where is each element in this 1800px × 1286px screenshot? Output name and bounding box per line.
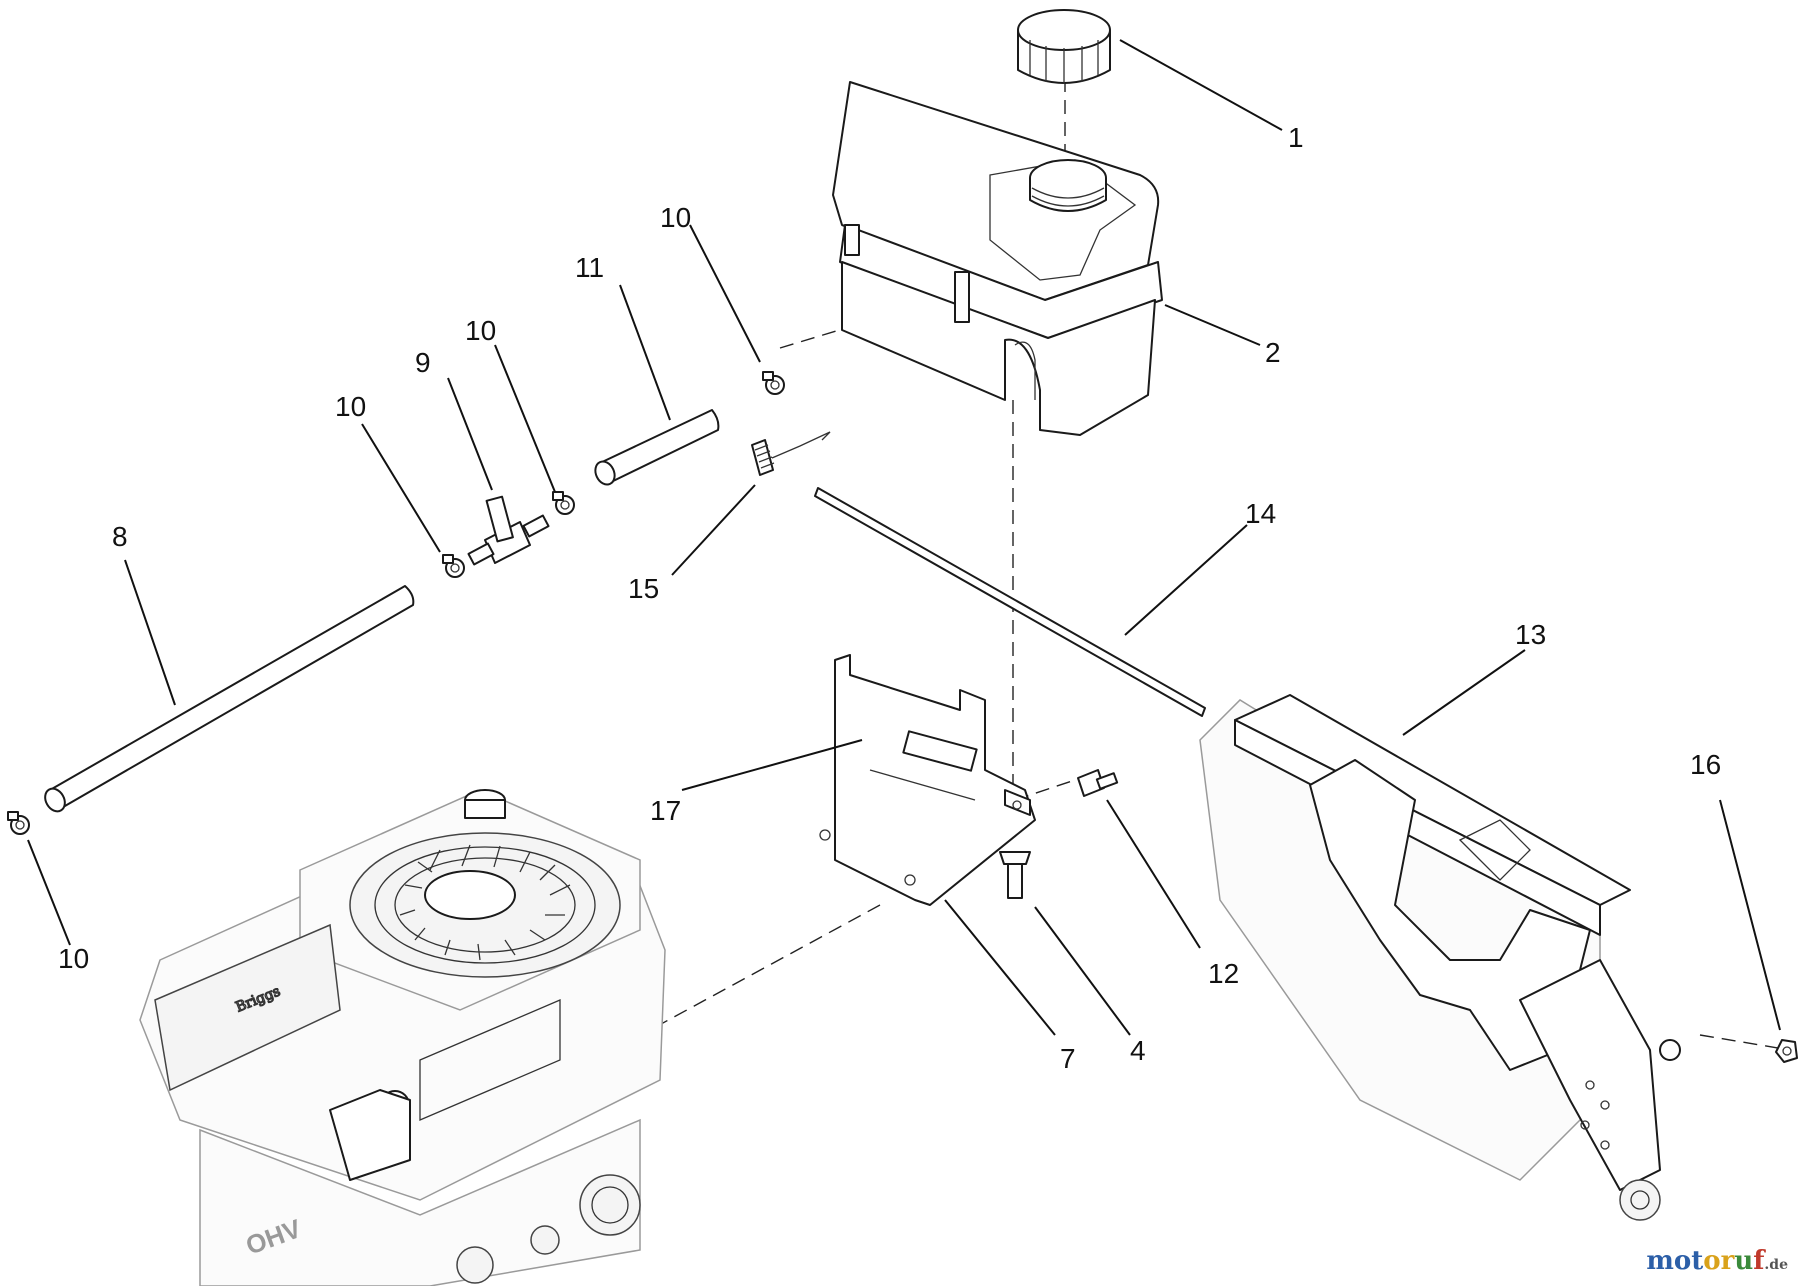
control-housing (1199, 694, 1681, 1221)
watermark-part-1: mot (1646, 1246, 1704, 1276)
hose-clamp-4 (7, 811, 30, 835)
hose-clamp-3 (442, 554, 465, 578)
callout-4: 4 (1130, 1035, 1146, 1066)
callout-numbers: 1 2 10 11 10 9 10 8 10 15 14 13 17 16 12… (58, 122, 1721, 1074)
hose-clamp-1 (762, 371, 785, 395)
fuel-tank (832, 81, 1163, 436)
watermark-logo: motoruf.de (1646, 1246, 1788, 1276)
callout-12: 12 (1208, 958, 1239, 989)
engine: Briggs OHV (139, 789, 666, 1286)
fuel-shutoff-valve (467, 495, 550, 566)
throttle-spring (751, 431, 831, 476)
callout-8: 8 (112, 521, 128, 552)
callout-10-bottom: 10 (58, 943, 89, 974)
control-rod (814, 487, 1206, 717)
watermark-part-4: f (1753, 1246, 1765, 1276)
callout-7: 7 (1060, 1043, 1076, 1074)
callout-9: 9 (415, 347, 431, 378)
assembly-dash-lines (649, 78, 1791, 1051)
screw-4 (999, 851, 1031, 899)
recoil-fins (399, 844, 571, 961)
hose-clamp-2 (552, 491, 575, 515)
callout-10-mid: 10 (465, 315, 496, 346)
leader-lines (27, 39, 1781, 1036)
fuel-cap (1017, 9, 1111, 84)
callout-11: 11 (575, 252, 604, 283)
watermark-tld: .de (1764, 1257, 1788, 1273)
screw-12 (1077, 769, 1119, 797)
fuel-hose-short (594, 409, 720, 486)
fuel-hose-long (44, 585, 415, 813)
callout-2: 2 (1265, 337, 1281, 368)
lock-nut (1775, 1039, 1798, 1063)
watermark-part-2: or (1703, 1246, 1735, 1276)
tank-mounting-bracket (819, 654, 1036, 906)
callout-17: 17 (650, 795, 681, 826)
callout-1: 1 (1288, 122, 1304, 153)
callout-15: 15 (628, 573, 659, 604)
callout-14: 14 (1245, 498, 1276, 529)
callout-10-top: 10 (660, 202, 691, 233)
callout-16: 16 (1690, 749, 1721, 780)
housing-holes (1580, 1080, 1610, 1150)
callout-10-left: 10 (335, 391, 366, 422)
callout-13: 13 (1515, 619, 1546, 650)
watermark-part-3: u (1734, 1246, 1754, 1276)
